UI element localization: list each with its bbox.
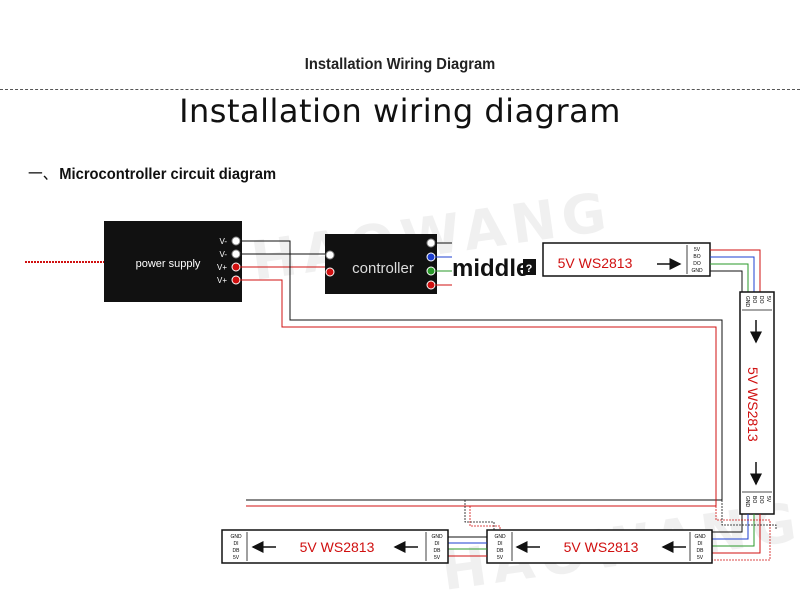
link-5v-2 <box>712 514 761 554</box>
power-inject-gnd <box>721 500 777 530</box>
pin-label: DI <box>498 541 503 547</box>
pin-label: DB <box>497 548 505 554</box>
pin-label: GND <box>691 268 703 274</box>
terminal-v-plus-1 <box>231 262 241 272</box>
pin-label: GND <box>494 534 506 540</box>
link-do <box>710 263 749 292</box>
pin-label: 5V <box>697 555 704 561</box>
power-inject-5v <box>712 506 771 561</box>
page-title: Installation wiring diagram <box>179 92 621 130</box>
pin-label: DI <box>698 541 703 547</box>
pin-label: 5V <box>233 555 240 561</box>
section-number: 一、 <box>28 166 58 183</box>
led-strip-bottom-right-label: 5V WS2813 <box>564 539 639 555</box>
controller-out-bo <box>426 252 436 262</box>
power-supply-label: power supply <box>136 258 201 270</box>
controller-label: controller <box>352 260 414 277</box>
link-gnd-2 <box>712 514 743 533</box>
link-bo <box>710 256 755 292</box>
terminal-v-minus-1 <box>231 236 241 246</box>
led-strip-bottom-left-label: 5V WS2813 <box>300 539 375 555</box>
terminal-v-minus-2 <box>231 249 241 259</box>
pin-label: DB <box>434 548 442 554</box>
header-title: Installation Wiring Diagram <box>304 56 496 73</box>
led-strip-top-label: 5V WS2813 <box>558 255 633 271</box>
pin-label: DO <box>758 296 764 304</box>
terminal-label: V+ <box>217 276 227 285</box>
pin-label: 5V <box>765 496 771 503</box>
wire-5v-long <box>240 279 717 507</box>
pin-label: DB <box>233 548 241 554</box>
pin-label: DI <box>435 541 440 547</box>
unknown-glyph <box>523 259 536 275</box>
link-bo-2 <box>712 514 749 540</box>
controller-gnd-in <box>325 250 335 260</box>
pin-label: BO <box>751 296 757 303</box>
terminal-label: V+ <box>217 263 227 272</box>
pin-label: 5V <box>434 555 441 561</box>
wire-gnd-long <box>240 240 723 501</box>
header-divider <box>0 89 800 90</box>
pin-label: GND <box>744 496 750 508</box>
controller-5v-in <box>325 267 335 277</box>
terminal-label: V- <box>219 237 227 246</box>
link-gnd <box>710 270 743 292</box>
pin-label: 5V <box>765 296 771 303</box>
link-5v <box>710 249 761 292</box>
controller-out-gnd <box>426 238 436 248</box>
terminal-label: V- <box>219 250 227 259</box>
terminal-v-plus-2 <box>231 275 241 285</box>
power-inject-5v-2 <box>469 506 501 530</box>
controller-out-do <box>426 266 436 276</box>
pin-label: GND <box>694 534 706 540</box>
wire-5v-to-controller <box>240 266 331 271</box>
pin-label: BO <box>693 254 700 260</box>
section-title: Microcontroller circuit diagram <box>59 166 277 183</box>
controller-box <box>325 234 437 294</box>
controller-out-5v <box>426 280 436 290</box>
pin-label: DB <box>697 548 705 554</box>
pin-label: GND <box>431 534 443 540</box>
pin-label: BO <box>751 496 757 503</box>
middle-label: middle <box>452 255 529 282</box>
pin-label: GND <box>744 296 750 308</box>
led-strip-vertical-label: 5V WS2813 <box>745 367 761 442</box>
power-supply-box <box>104 221 242 302</box>
pin-label: 5V <box>497 555 504 561</box>
section-heading: 一、Microcontroller circuit diagram <box>28 160 276 184</box>
led-strip-top <box>542 242 711 277</box>
pin-label: DI <box>234 541 239 547</box>
pin-label: 5V <box>694 247 701 253</box>
pin-label: DO <box>693 261 701 267</box>
unknown-glyph-mark: ? <box>526 263 533 275</box>
pin-label: DO <box>758 496 764 504</box>
pin-label: GND <box>230 534 242 540</box>
power-inject-gnd-2 <box>464 500 495 530</box>
